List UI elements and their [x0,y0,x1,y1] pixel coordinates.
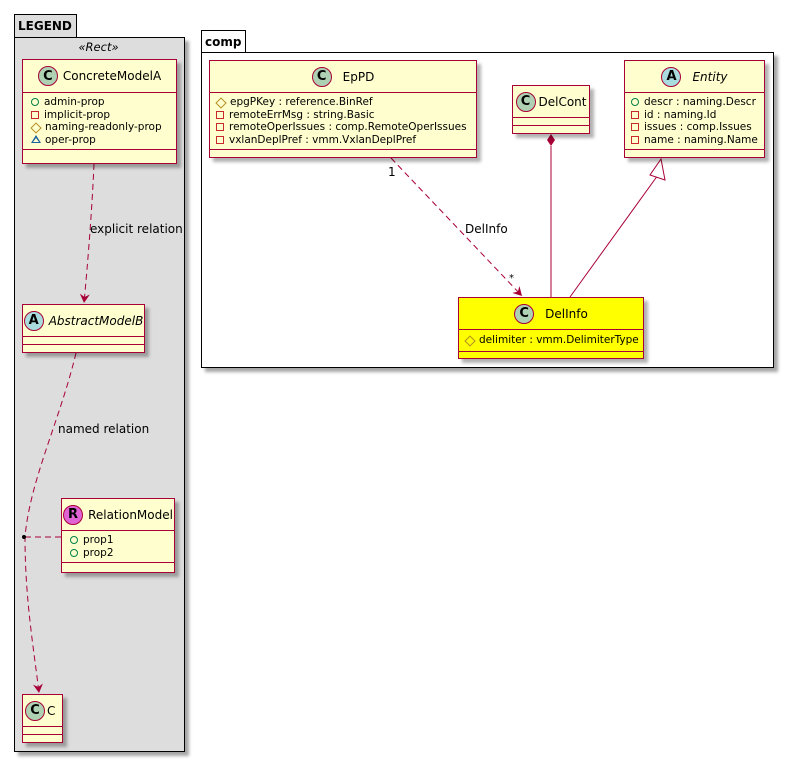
comp-package-tab: comp [201,30,247,53]
class-c-icon: C [515,91,536,112]
class-c-icon: C [25,700,45,721]
class-c[interactable]: C C [22,694,63,743]
abstract-a-icon: A [23,310,44,331]
delinfo-relation-label: DelInfo [465,222,508,236]
class-name: ConcreteModelA [62,69,162,83]
attribute-row: epgPKey : reference.BinRef [216,96,470,109]
private-visibility-icon [216,123,224,132]
attribute-row: prop2 [70,547,168,560]
explicit-relation-label: explicit relation [90,222,183,236]
class-delinfo[interactable]: C DelInfo delimiter : vmm.DelimiterType [458,297,644,359]
attribute-row: remoteOperIssues : comp.RemoteOperIssues [216,121,470,134]
private-visibility-icon [216,110,224,119]
public-visibility-icon [631,98,639,107]
class-name: C [47,703,56,718]
private-visibility-icon [31,110,39,119]
legend-package-name: LEGEND [18,19,72,33]
methods-compartment [23,735,62,743]
attributes-compartment [513,118,589,126]
methods-compartment [513,126,589,134]
legend-package-tab: LEGEND [14,14,77,37]
attributes-compartment [23,337,144,345]
private-visibility-icon [631,110,639,119]
relation-r-icon: R [63,504,84,525]
abstract-a-icon: A [661,66,682,87]
public-visibility-icon [70,548,78,557]
attributes-compartment [23,727,62,735]
methods-compartment [625,150,764,158]
attribute-row: id : naming.Id [631,109,758,122]
attribute-row: admin-prop [31,96,170,109]
class-name: AbstractModelB [48,313,144,328]
class-delcont[interactable]: C DelCont [512,85,590,134]
class-name: Entity [692,69,728,84]
private-visibility-icon [631,135,639,144]
methods-compartment [459,352,643,360]
class-abstract-model-b[interactable]: A AbstractModelB [22,304,145,353]
class-c-icon: C [37,66,58,86]
protected-visibility-icon [465,336,474,345]
legend-stereotype: «Rect» [78,40,119,54]
class-name: DelInfo [545,306,588,321]
attribute-row: implicit-prop [31,109,170,122]
attribute-row: prop1 [70,534,168,547]
attribute-row: remoteErrMsg : string.Basic [216,109,470,122]
methods-compartment [23,345,144,353]
class-eppd[interactable]: C EpPD epgPKey : reference.BinRef remote… [209,60,477,158]
methods-compartment [23,150,176,158]
attribute-row: naming-readonly-prop [31,121,170,134]
source-multiplicity: 1 [388,165,396,179]
class-name: EpPD [342,69,375,84]
class-relation-model[interactable]: R RelationModel prop1 prop2 [61,498,175,573]
private-visibility-icon [216,135,224,144]
class-concrete-model-a[interactable]: C ConcreteModelA admin-prop implicit-pro… [22,59,177,164]
attribute-row: issues : comp.Issues [631,121,758,134]
class-entity[interactable]: A Entity descr : naming.Descr id : namin… [624,60,765,158]
package-visibility-icon [31,135,41,144]
private-visibility-icon [631,123,639,132]
named-relation-label: named relation [58,422,150,436]
protected-visibility-icon [216,98,225,107]
target-multiplicity: * [509,273,514,284]
class-c-icon: C [311,66,332,87]
methods-compartment [62,563,174,571]
attribute-row: name : naming.Name [631,134,758,147]
class-name: DelCont [538,94,587,109]
attribute-row: descr : naming.Descr [631,96,758,109]
class-c-icon: C [514,303,535,324]
protected-visibility-icon [31,123,40,132]
comp-package-name: comp [205,35,242,49]
class-name: RelationModel [88,507,173,522]
attribute-row: vxlanDeplPref : vmm.VxlanDeplPref [216,134,470,147]
public-visibility-icon [31,98,39,107]
methods-compartment [210,150,476,158]
public-visibility-icon [70,536,78,545]
attribute-row: oper-prop [31,134,170,147]
attribute-row: delimiter : vmm.DelimiterType [465,334,639,347]
